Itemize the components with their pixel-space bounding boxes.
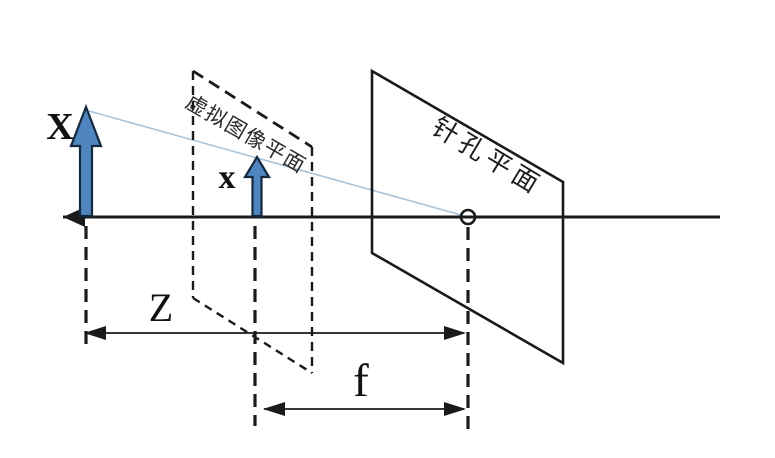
projection-ray	[88, 110, 462, 216]
pinhole-plane-outline	[370, 68, 565, 366]
f-dimension	[263, 402, 466, 416]
pinhole-plane-label: 针孔平面	[427, 111, 549, 201]
f-arrowhead-right-icon	[444, 402, 466, 416]
virtual-image-plane-outline	[191, 69, 314, 375]
image-x-label: x	[219, 159, 236, 196]
virtual-plane-bottom-edge	[192, 296, 313, 375]
image-x-arrow	[243, 154, 271, 218]
z-label: Z	[149, 285, 173, 330]
world-x-arrow	[69, 103, 103, 218]
virtual-plane-top-edge	[192, 69, 313, 149]
f-label: f	[353, 355, 369, 407]
z-arrowhead-left-icon	[84, 326, 106, 340]
world-x-label: X	[46, 106, 73, 148]
z-dimension	[84, 326, 466, 340]
z-arrowhead-right-icon	[444, 326, 466, 340]
pinhole-aperture	[459, 208, 477, 226]
f-arrowhead-left-icon	[263, 402, 285, 416]
